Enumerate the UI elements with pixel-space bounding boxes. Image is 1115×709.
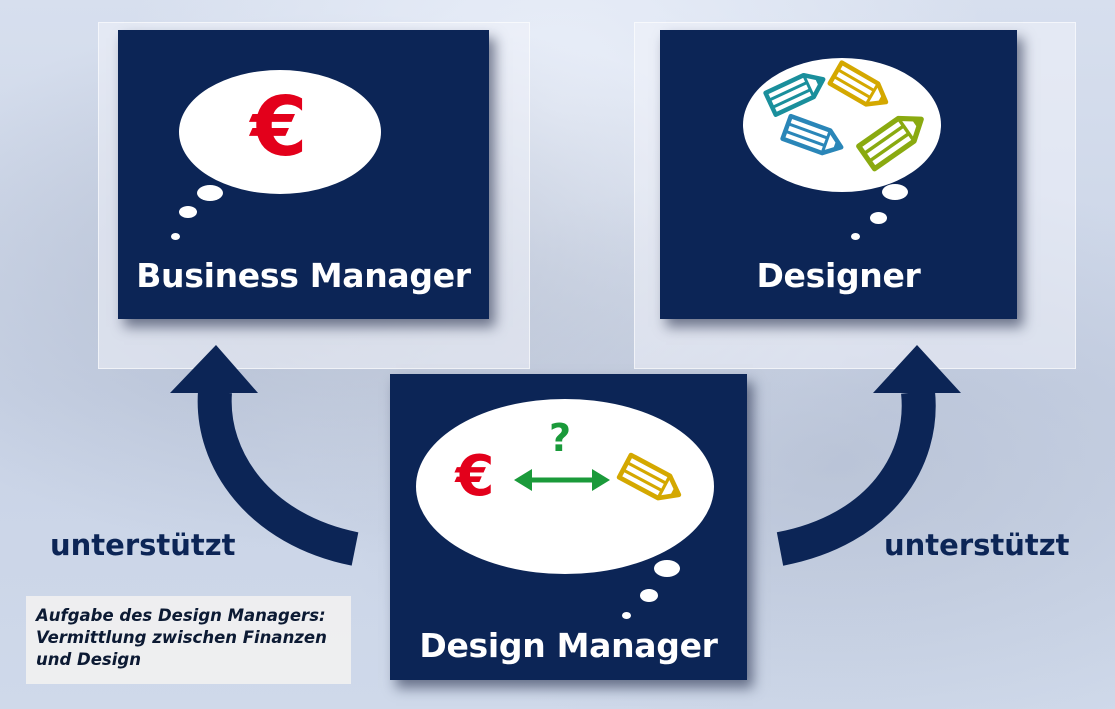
caption-line-1: Aufgabe des Design Managers: bbox=[36, 606, 326, 625]
caption-box: Aufgabe des Design Managers: Vermittlung… bbox=[26, 596, 351, 684]
thought-dot-small bbox=[851, 233, 860, 240]
designer-title: Designer bbox=[756, 256, 921, 295]
curved-arrow-icon-right bbox=[776, 345, 961, 566]
support-label-right: unterstützt bbox=[884, 528, 1070, 562]
thought-dot-medium bbox=[870, 212, 887, 224]
designer-box: Designer bbox=[660, 30, 1017, 319]
business-manager-title: Business Manager bbox=[136, 256, 471, 295]
double-arrow-icon bbox=[514, 469, 610, 491]
thought-dot-small bbox=[622, 612, 631, 619]
thought-dot-large bbox=[882, 184, 908, 200]
thought-dot-medium bbox=[179, 206, 197, 218]
thought-bubble bbox=[179, 70, 381, 194]
caption-line-2: Vermittlung zwischen Finanzen bbox=[36, 628, 327, 647]
design-manager-box: € ? Design Manager bbox=[390, 374, 747, 680]
caption-line-3: und Design bbox=[36, 650, 141, 669]
thought-dot-large bbox=[197, 185, 223, 201]
pencil-icon-gold-small bbox=[619, 455, 685, 506]
pencil-icon-blue bbox=[783, 116, 846, 158]
design-manager-title: Design Manager bbox=[419, 626, 718, 665]
thought-dot-large bbox=[654, 560, 680, 577]
curved-arrow-icon-left bbox=[170, 345, 359, 566]
thought-dot-medium bbox=[640, 589, 658, 602]
euro-icon: € bbox=[250, 80, 308, 175]
pencil-icon-lime bbox=[859, 108, 929, 169]
support-label-left: unterstützt bbox=[50, 528, 236, 562]
pencil-icon-teal bbox=[766, 68, 829, 114]
thought-dot-small bbox=[171, 233, 180, 240]
pencil-icon-gold bbox=[830, 63, 892, 113]
euro-icon: € bbox=[455, 444, 495, 509]
question-icon: ? bbox=[549, 416, 572, 460]
business-manager-box: € Business Manager bbox=[118, 30, 489, 319]
